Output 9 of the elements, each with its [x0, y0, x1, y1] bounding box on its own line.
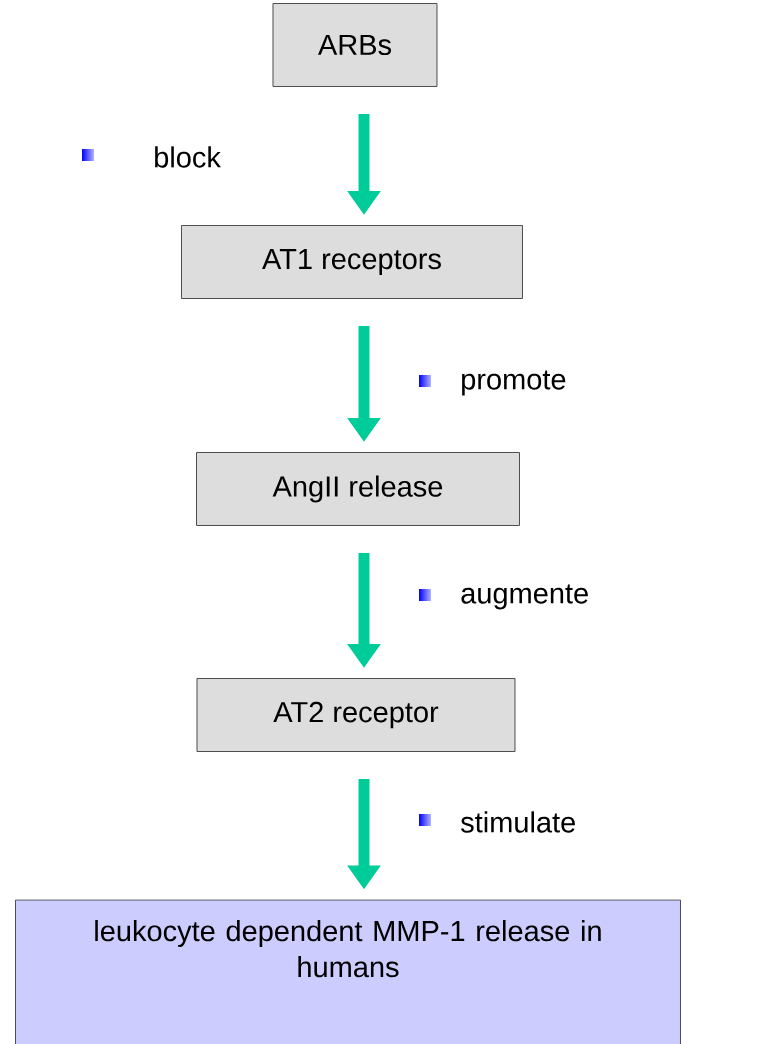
process-box: ARBs: [272, 3, 438, 87]
edge-label: augmente: [461, 584, 588, 610]
edge-label: stimulate: [461, 811, 575, 833]
edge-label: promote: [462, 370, 566, 396]
process-box: AngII release: [196, 452, 520, 526]
process-box: AT1 receptors: [181, 225, 523, 299]
edge-label: block: [155, 146, 221, 168]
process-box: leukocyte dependent MMP-1 release in humans: [15, 899, 681, 1044]
process-box: AT2 receptor: [196, 678, 516, 752]
